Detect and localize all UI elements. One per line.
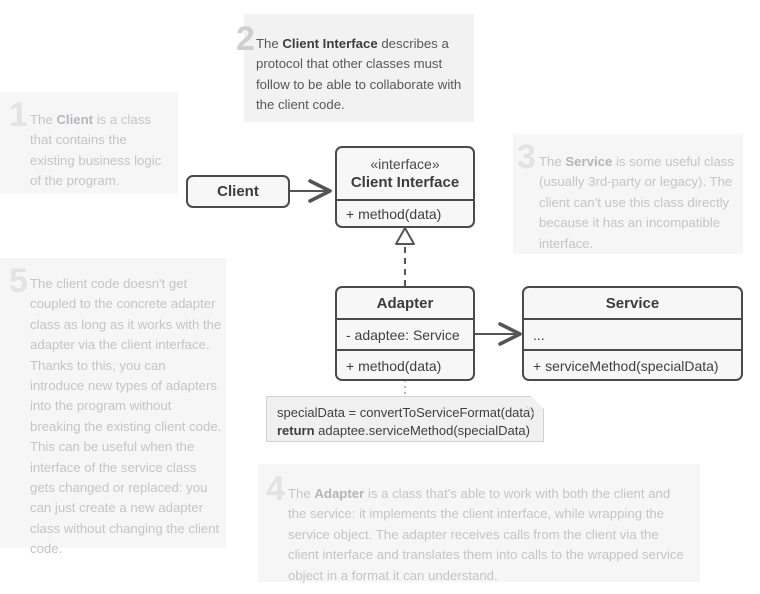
class-name-client-interface: Client Interface — [350, 174, 460, 191]
folded-corner-edge — [526, 396, 544, 414]
annotation-1: 1 The Client is a class that contains th… — [0, 92, 178, 194]
connector-adapter-realizes-client-interface — [395, 227, 415, 286]
annotation-3-text: The Service is some useful class (usuall… — [539, 154, 734, 251]
annotation-4-number: 4 — [266, 470, 285, 508]
class-name-adapter: Adapter — [376, 294, 434, 312]
annotation-4-text: The Adapter is a class that's able to wo… — [288, 486, 684, 583]
code-note: specialData = convertToServiceFormat(dat… — [266, 396, 544, 442]
class-box-service-title: Service — [524, 288, 741, 318]
compartment-divider — [337, 349, 473, 351]
compartment-divider — [524, 318, 741, 320]
class-member-adapter-0: - adaptee: Service — [346, 326, 460, 343]
compartment-divider — [337, 318, 473, 320]
annotation-1-number: 1 — [9, 96, 28, 134]
class-member-service-1: + serviceMethod(specialData) — [533, 357, 719, 374]
class-member-adapter-1: + method(data) — [346, 357, 442, 374]
class-stereotype-interface: «interface» — [370, 156, 440, 172]
annotation-2: 2 The Client Interface describes a proto… — [236, 14, 474, 122]
annotation-2-text: The Client Interface describes a protoco… — [256, 36, 462, 113]
code-note-line-2: return adaptee.serviceMethod(specialData… — [277, 422, 533, 440]
code-note-line-1: specialData = convertToServiceFormat(dat… — [277, 405, 535, 420]
compartment-divider — [524, 349, 741, 351]
code-keyword-return: return — [277, 423, 315, 438]
class-box-adapter[interactable]: Adapter - adaptee: Service + method(data… — [335, 286, 475, 381]
annotation-5-number: 5 — [9, 262, 28, 300]
annotation-5: 5 The client code doesn't get coupled to… — [0, 258, 226, 556]
code-note-line-2-rest: adaptee.serviceMethod(specialData) — [314, 423, 530, 438]
annotation-3: 3 The Service is some useful class (usua… — [513, 134, 743, 254]
class-name-service: Service — [605, 294, 660, 312]
class-box-client-interface[interactable]: «interface» Client Interface + method(da… — [335, 146, 475, 228]
class-box-client[interactable]: Client — [186, 175, 290, 208]
annotation-4: 4 The Adapter is a class that's able to … — [258, 464, 700, 583]
annotation-3-number: 3 — [517, 138, 536, 176]
annotation-2-number: 2 — [236, 20, 255, 58]
class-member-service-0: ... — [533, 326, 545, 343]
class-box-client-title: Client — [188, 177, 288, 206]
class-box-service[interactable]: Service ... + serviceMethod(specialData) — [522, 286, 743, 381]
class-name-client: Client — [217, 183, 259, 200]
class-box-client-interface-title: «interface» Client Interface — [337, 148, 473, 199]
class-member-client-interface-0: + method(data) — [346, 206, 442, 222]
class-box-adapter-title: Adapter — [337, 288, 473, 318]
annotation-1-text: The Client is a class that contains the … — [30, 112, 162, 189]
annotation-5-text: The client code doesn't get coupled to t… — [30, 276, 222, 557]
compartment-divider — [337, 199, 473, 201]
